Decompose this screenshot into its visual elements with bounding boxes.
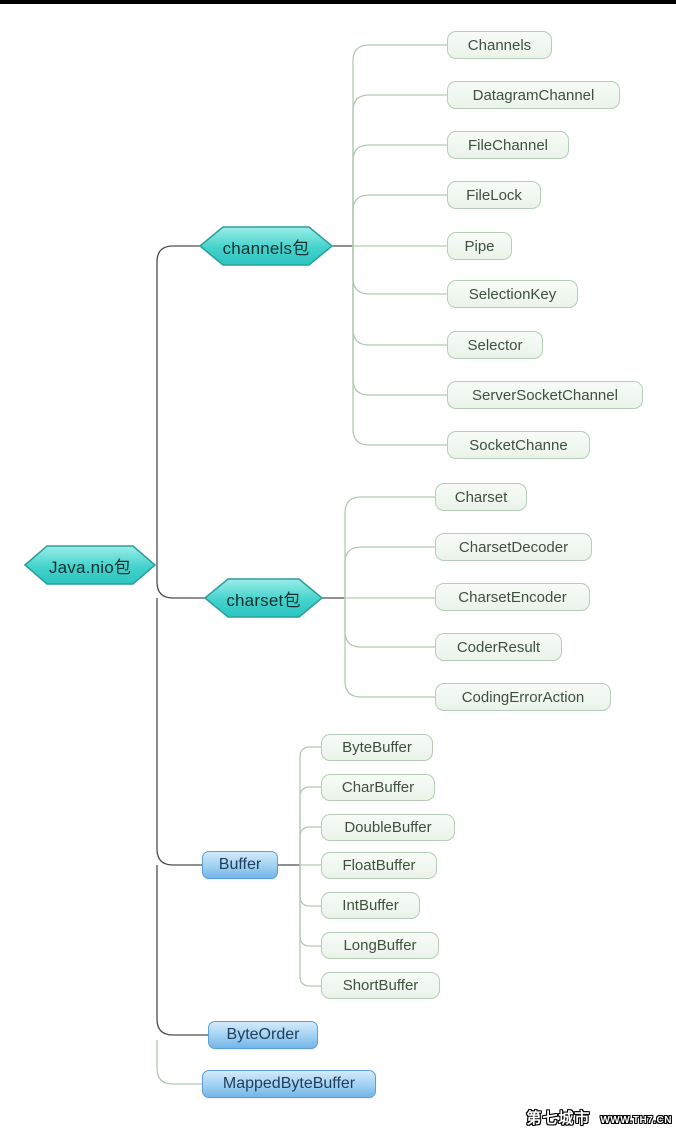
node-doublebuffer[interactable]: DoubleBuffer	[321, 814, 455, 841]
channels-hexagon-shape[interactable]	[198, 226, 334, 266]
charset-hexagon-shape[interactable]	[203, 578, 324, 618]
top-border-bar	[0, 0, 676, 4]
node-filechannel[interactable]: FileChannel	[447, 131, 569, 159]
node-selectionkey[interactable]: SelectionKey	[447, 280, 578, 308]
node-charsetdecoder[interactable]: CharsetDecoder	[435, 533, 592, 561]
watermark-site-name: 第七城市	[526, 1110, 591, 1127]
watermark-site-url: WWW.TH7.CN	[600, 1115, 672, 1126]
level1-connectors	[156, 245, 353, 1036]
node-filelock[interactable]: FileLock	[447, 181, 541, 209]
node-byteorder[interactable]: ByteOrder	[208, 1021, 318, 1049]
root-hexagon-shape[interactable]	[23, 545, 157, 585]
mapped-connector	[156, 1040, 202, 1085]
node-coderresult[interactable]: CoderResult	[435, 633, 562, 661]
node-charsetencoder[interactable]: CharsetEncoder	[435, 583, 590, 611]
node-datagramchannel[interactable]: DatagramChannel	[447, 81, 620, 109]
charset-connectors	[344, 496, 435, 698]
node-longbuffer[interactable]: LongBuffer	[321, 932, 439, 959]
node-serversocketchannel[interactable]: ServerSocketChannel	[447, 381, 643, 409]
node-channels[interactable]: Channels	[447, 31, 552, 59]
channels-connectors	[352, 44, 447, 446]
node-intbuffer[interactable]: IntBuffer	[321, 892, 420, 919]
node-selector[interactable]: Selector	[447, 331, 543, 359]
node-charset[interactable]: Charset	[435, 483, 527, 511]
node-bytebuffer[interactable]: ByteBuffer	[321, 734, 433, 761]
watermark: 第七城市 WWW.TH7.CN	[526, 1107, 672, 1128]
node-floatbuffer[interactable]: FloatBuffer	[321, 852, 437, 879]
node-shortbuffer[interactable]: ShortBuffer	[321, 972, 440, 999]
node-buffer[interactable]: Buffer	[202, 851, 278, 879]
node-charbuffer[interactable]: CharBuffer	[321, 774, 435, 801]
node-socketchanne[interactable]: SocketChanne	[447, 431, 590, 459]
node-channels-package[interactable]: channels包	[222, 238, 310, 258]
buffer-connectors	[299, 746, 321, 987]
node-root[interactable]: Java.nio包	[48, 557, 132, 577]
node-pipe[interactable]: Pipe	[447, 232, 512, 260]
node-charset-package[interactable]: charset包	[226, 590, 301, 610]
node-codingerroraction[interactable]: CodingErrorAction	[435, 683, 611, 711]
node-mappedbytebuffer[interactable]: MappedByteBuffer	[202, 1070, 376, 1098]
